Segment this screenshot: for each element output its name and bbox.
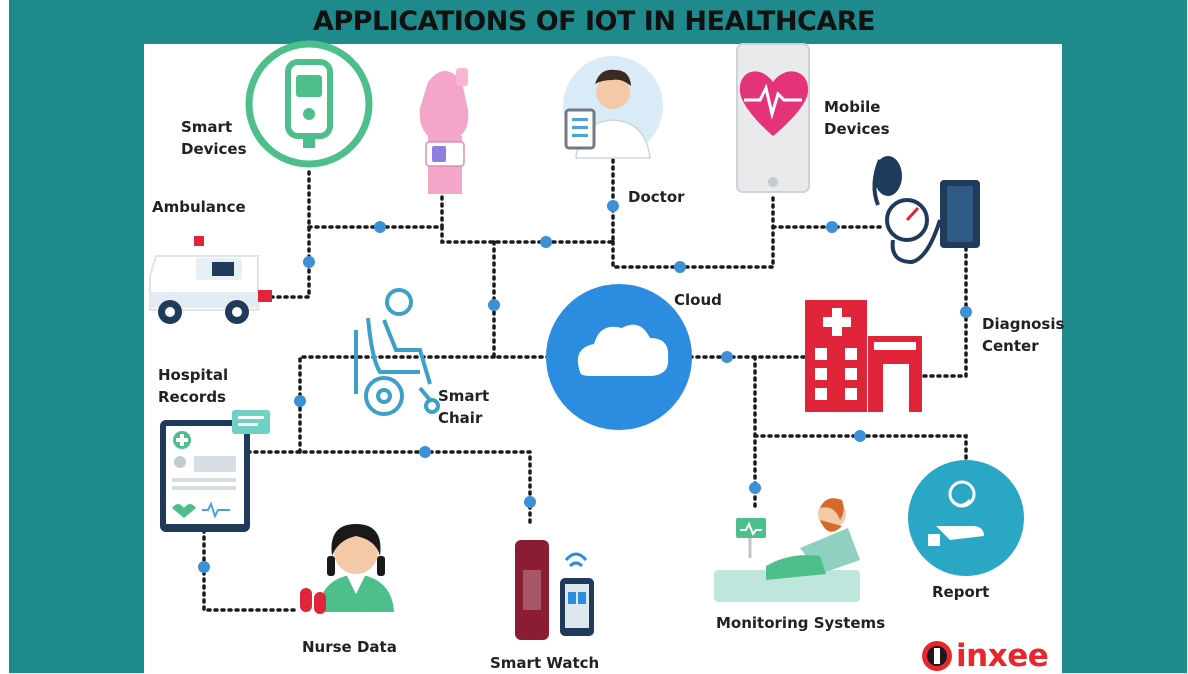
connector-dot	[721, 351, 733, 363]
smart-devices-label-line1: Smart	[181, 118, 233, 136]
ambulance-label: Ambulance	[152, 198, 246, 216]
line-diagnosis-hospital	[920, 246, 968, 378]
inxee-logo-icon	[922, 641, 952, 671]
doctor-label: Doctor	[628, 188, 685, 206]
nurse-icon	[300, 524, 394, 614]
connector-dot	[960, 306, 972, 318]
connector-dot	[374, 221, 386, 233]
report-icon	[908, 460, 1024, 576]
connector-dot	[540, 236, 552, 248]
mobile-devices-label-line1: Mobile	[824, 98, 881, 116]
cloud-icon	[546, 284, 692, 430]
wheelchair-icon	[354, 288, 440, 416]
connector-dot	[419, 446, 431, 458]
diagnosis-center-label: Diagnosis Center	[982, 313, 1064, 357]
heart-phone-icon	[736, 43, 810, 193]
line-smart-devices-band	[307, 170, 444, 229]
connector-dot	[303, 256, 315, 268]
hospital-records-label: Hospital Records	[158, 364, 228, 408]
doctor-icon	[563, 56, 663, 159]
glucometer-icon	[245, 40, 373, 168]
report-label: Report	[932, 583, 990, 601]
mobile-devices-label: Mobile Devices	[824, 96, 890, 140]
smart-devices-label-line2: Devices	[181, 140, 247, 158]
smart-chair-label-line1: Smart	[438, 387, 490, 405]
connector-dot	[674, 261, 686, 273]
connector-dot	[749, 482, 761, 494]
line-chair-records	[298, 355, 496, 454]
patient-bed-icon	[714, 498, 860, 602]
connector-lines	[202, 148, 968, 612]
line-band-doctor	[440, 148, 615, 244]
smart-chair-label: Smart Chair	[438, 385, 489, 429]
page-title: APPLICATIONS OF IOT IN HEALTHCARE	[313, 6, 875, 37]
brand-logo: inxee	[956, 638, 1049, 674]
smart-watch-icon	[515, 540, 594, 640]
nurse-data-label: Nurse Data	[302, 638, 397, 656]
ambulance-icon	[149, 236, 272, 324]
hospital-records-label-line2: Records	[158, 388, 226, 406]
connector-dot	[198, 561, 210, 573]
line-records-nurse	[202, 528, 300, 612]
blood-pressure-icon	[872, 156, 980, 265]
smart-chair-label-line2: Chair	[438, 409, 483, 427]
line-report	[753, 434, 968, 462]
hospital-records-label-line1: Hospital	[158, 366, 229, 384]
diagnosis-center-label-line1: Diagnosis	[982, 315, 1065, 333]
line-cloud-up	[492, 240, 550, 359]
smart-band-icon	[419, 68, 469, 194]
connector-dot	[294, 395, 306, 407]
connector-dots	[198, 200, 972, 573]
connector-dot	[826, 221, 838, 233]
mobile-devices-label-line2: Devices	[824, 120, 890, 138]
connector-dot	[854, 430, 866, 442]
smart-devices-label: Smart Devices	[181, 116, 247, 160]
hospital-icon	[805, 300, 922, 412]
diagnosis-center-label-line2: Center	[982, 337, 1039, 355]
connector-dot	[607, 200, 619, 212]
cloud-label: Cloud	[674, 291, 722, 309]
smart-watch-label: Smart Watch	[490, 654, 600, 672]
connector-dot	[488, 299, 500, 311]
brand-logo-text: inxee	[956, 638, 1049, 674]
medical-record-tablet-icon	[160, 410, 270, 532]
line-records-watch	[246, 450, 532, 527]
line-doctor-mobile	[611, 193, 775, 269]
line-smart-devices-ambulance	[270, 170, 311, 299]
connector-dot	[524, 496, 536, 508]
monitoring-systems-label: Monitoring Systems	[716, 614, 886, 632]
